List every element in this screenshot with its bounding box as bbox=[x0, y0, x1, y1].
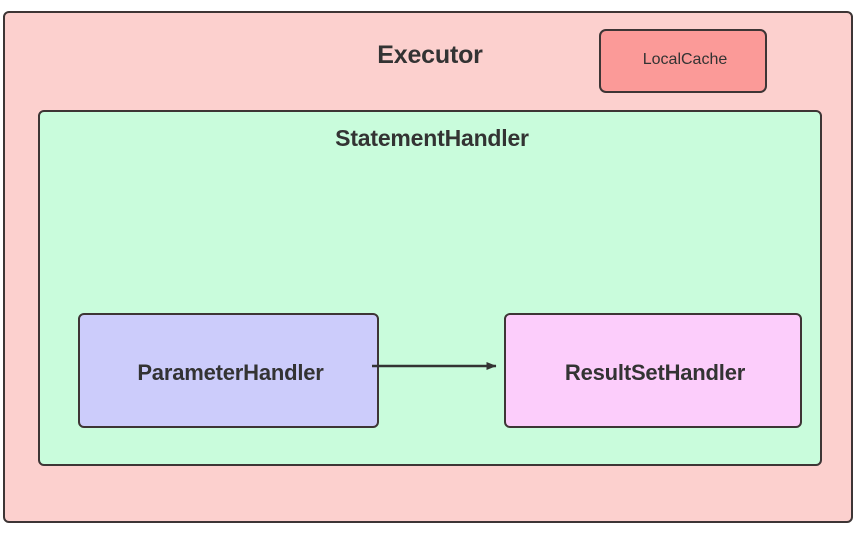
node-statement-handler[interactable]: StatementHandler ParameterHandler Result… bbox=[38, 110, 822, 466]
node-result-set-handler[interactable]: ResultSetHandler bbox=[504, 313, 802, 428]
node-executor[interactable]: Executor LocalCache StatementHandler Par… bbox=[3, 11, 853, 523]
node-statement-handler-label: StatementHandler bbox=[335, 125, 529, 151]
node-local-cache-label: LocalCache bbox=[642, 51, 728, 68]
node-result-set-handler-label: ResultSetHandler bbox=[564, 360, 746, 385]
node-executor-label: Executor bbox=[377, 41, 483, 69]
node-local-cache[interactable]: LocalCache bbox=[599, 29, 767, 93]
node-parameter-handler-label: ParameterHandler bbox=[137, 360, 324, 385]
node-parameter-handler[interactable]: ParameterHandler bbox=[78, 313, 379, 428]
